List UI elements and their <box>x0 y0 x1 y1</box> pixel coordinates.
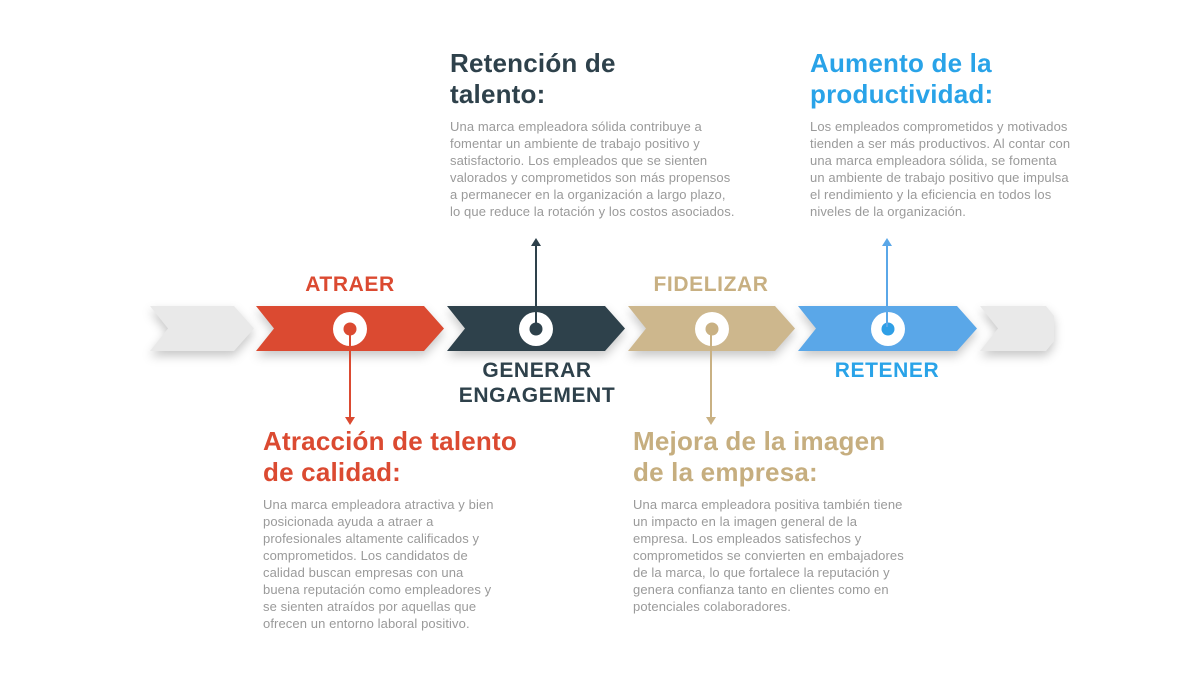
callout-title: Aumento de la productividad: <box>810 48 994 109</box>
arrow-up-icon <box>531 238 541 246</box>
callout-body: Una marca empleadora sólida contribuye a… <box>450 119 735 219</box>
callout-retencion-de-talento: Retención de talento: Una marca empleado… <box>450 48 735 221</box>
stage-label-generar-engagement: GENERAR ENGAGEMENT <box>458 359 616 408</box>
arrow-up-icon <box>882 238 892 246</box>
timeline-segment-end <box>980 306 1054 351</box>
gray-endcap-shape <box>980 306 1054 351</box>
callout-body: Los empleados comprometidos y motivados … <box>810 119 1071 219</box>
arrow-down-icon <box>706 417 716 425</box>
stage-label-atraer: ATRAER <box>305 273 395 296</box>
connector-line-engagement <box>531 238 541 327</box>
stage-label-retener: RETENER <box>834 359 940 382</box>
callout-title: Mejora de la imagen de la empresa: <box>633 426 886 487</box>
stage-label-fidelizar: FIDELIZAR <box>653 273 769 296</box>
connector-line-retener <box>882 238 892 327</box>
connector-line-atraer <box>345 327 355 425</box>
gray-chevron-shape <box>150 306 254 351</box>
callout-body: Una marca empleadora atractiva y bien po… <box>263 497 494 631</box>
callout-mejora-imagen: Mejora de la imagen de la empresa: Una m… <box>633 426 911 616</box>
timeline-segment-start <box>150 306 254 351</box>
callout-title: Retención de talento: <box>450 48 616 109</box>
marker-dot-icon <box>881 322 894 335</box>
marker-dot-icon <box>530 322 543 335</box>
callout-title: Atracción de talento de calidad: <box>263 426 517 487</box>
callout-body: Una marca empleadora positiva también ti… <box>633 497 904 614</box>
connector-line-fidelizar <box>706 327 716 425</box>
callout-atraccion-talento: Atracción de talento de calidad: Una mar… <box>263 426 517 632</box>
arrow-down-icon <box>345 417 355 425</box>
callout-aumento-productividad: Aumento de la productividad: Los emplead… <box>810 48 1072 221</box>
